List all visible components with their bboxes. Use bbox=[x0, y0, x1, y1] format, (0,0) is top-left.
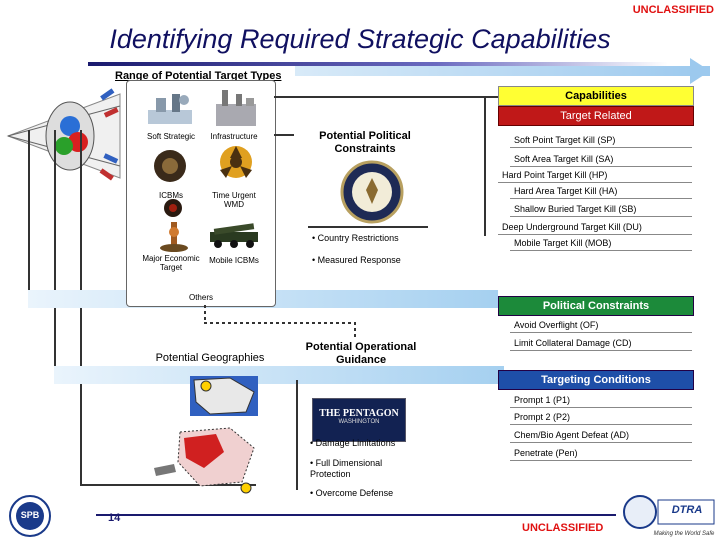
potential-geographies-title: Potential Geographies bbox=[155, 352, 265, 364]
operational-bullet-2-text: Full Dimensional Protection bbox=[310, 458, 383, 479]
mobile-icbms-label: Mobile ICBMs bbox=[209, 256, 259, 265]
connector-geo bbox=[296, 380, 298, 490]
target-item-sa: Soft Area Target Kill (SA) bbox=[510, 152, 692, 167]
soft-strategic-icon bbox=[148, 94, 192, 124]
political-bullet-2-text: Measured Response bbox=[317, 255, 401, 265]
dtra-logo-text: DTRA bbox=[671, 504, 703, 516]
operational-bullet-3: • Overcome Defense bbox=[310, 488, 394, 498]
spb-logo-text: SPB bbox=[20, 510, 40, 520]
dtra-tagline: Making the World Safe bbox=[653, 531, 715, 537]
target-item-sb: Shallow Buried Target Kill (SB) bbox=[510, 202, 692, 217]
geography-map-icon bbox=[154, 376, 258, 494]
operational-bullet-1: • Damage Limitations bbox=[310, 438, 396, 448]
operational-bullet-2: • Full Dimensional Protection bbox=[310, 458, 383, 479]
target-item-ha: Hard Area Target Kill (HA) bbox=[510, 184, 692, 199]
dashed-connector-mid bbox=[204, 322, 354, 324]
soft-strategic-label: Soft Strategic bbox=[146, 132, 196, 141]
pentagon-text: THE PENTAGON bbox=[319, 408, 399, 419]
operational-bullet-1-text: Damage Limitations bbox=[315, 438, 396, 448]
connector-capabilities bbox=[274, 96, 498, 98]
major-economic-label: Major Economic Target bbox=[142, 254, 200, 272]
range-arrow bbox=[295, 66, 710, 76]
targeting-item-p1: Prompt 1 (P1) bbox=[510, 393, 692, 408]
dtra-logo bbox=[623, 495, 715, 529]
target-item-mob: Mobile Target Kill (MOB) bbox=[510, 236, 692, 251]
pentagon-seal: THE PENTAGON WASHINGTON bbox=[312, 398, 406, 442]
political-constraints-header: Political Constraints bbox=[498, 296, 694, 316]
target-item-hp: Hard Point Target Kill (HP) bbox=[498, 168, 692, 183]
icbms-label: ICBMs bbox=[159, 191, 183, 200]
explosion-icon bbox=[164, 199, 182, 217]
presidential-seal-icon bbox=[340, 160, 404, 224]
target-item-du: Deep Underground Target Kill (DU) bbox=[498, 220, 692, 235]
time-urgent-wmd-icon bbox=[220, 146, 252, 178]
political-bullet-1-text: Country Restrictions bbox=[317, 233, 399, 243]
infrastructure-icon bbox=[216, 90, 256, 126]
dashed-connector-down bbox=[354, 322, 356, 340]
targeting-item-ad: Chem/Bio Agent Defeat (AD) bbox=[510, 428, 692, 443]
connector-bottom bbox=[80, 484, 256, 486]
targeting-diagram-icon bbox=[6, 88, 121, 181]
classification-top: UNCLASSIFIED bbox=[632, 4, 714, 16]
page-number: 14 bbox=[108, 512, 121, 524]
target-item-sp: Soft Point Target Kill (SP) bbox=[510, 133, 692, 148]
targeting-item-p2: Prompt 2 (P2) bbox=[510, 410, 692, 425]
classification-bottom: UNCLASSIFIED bbox=[522, 522, 604, 534]
political-item-of: Avoid Overflight (OF) bbox=[510, 318, 692, 333]
connector-political-title bbox=[274, 134, 294, 136]
operational-guidance-title: Potential Operational Guidance bbox=[305, 341, 417, 366]
mobile-icbm-icon bbox=[210, 223, 258, 248]
target-related-header: Target Related bbox=[498, 106, 694, 126]
connector-left-1 bbox=[28, 130, 30, 300]
pentagon-sub: WASHINGTON bbox=[338, 419, 380, 425]
spb-logo bbox=[9, 495, 51, 537]
capabilities-header: Capabilities bbox=[498, 86, 694, 106]
major-economic-icon bbox=[160, 222, 188, 252]
political-constraints-title: Potential Political Constraints bbox=[319, 130, 411, 155]
political-bullet-1: • Country Restrictions bbox=[312, 233, 399, 243]
targeting-item-pen: Penetrate (Pen) bbox=[510, 446, 692, 461]
range-arrow-head bbox=[690, 58, 710, 84]
arrow-targeting bbox=[54, 366, 504, 384]
page-title: Identifying Required Strategic Capabilit… bbox=[109, 24, 611, 54]
time-urgent-label: Time Urgent WMD bbox=[212, 191, 256, 209]
dashed-connector-left bbox=[204, 305, 206, 323]
political-divider bbox=[308, 226, 428, 228]
footer-line bbox=[96, 514, 616, 516]
targeting-conditions-header: Targeting Conditions bbox=[498, 370, 694, 390]
connector-right-vertical bbox=[484, 96, 486, 236]
political-bullet-2: • Measured Response bbox=[312, 255, 401, 265]
title-underline bbox=[88, 62, 668, 66]
range-label: Range of Potential Target Types bbox=[115, 70, 282, 82]
connector-left-2 bbox=[54, 130, 56, 370]
others-label: Others bbox=[188, 293, 213, 302]
icbm-silo-icon bbox=[154, 150, 186, 182]
political-item-cd: Limit Collateral Damage (CD) bbox=[510, 336, 692, 351]
operational-bullet-3-text: Overcome Defense bbox=[315, 488, 394, 498]
infrastructure-label: Infrastructure bbox=[210, 132, 258, 141]
